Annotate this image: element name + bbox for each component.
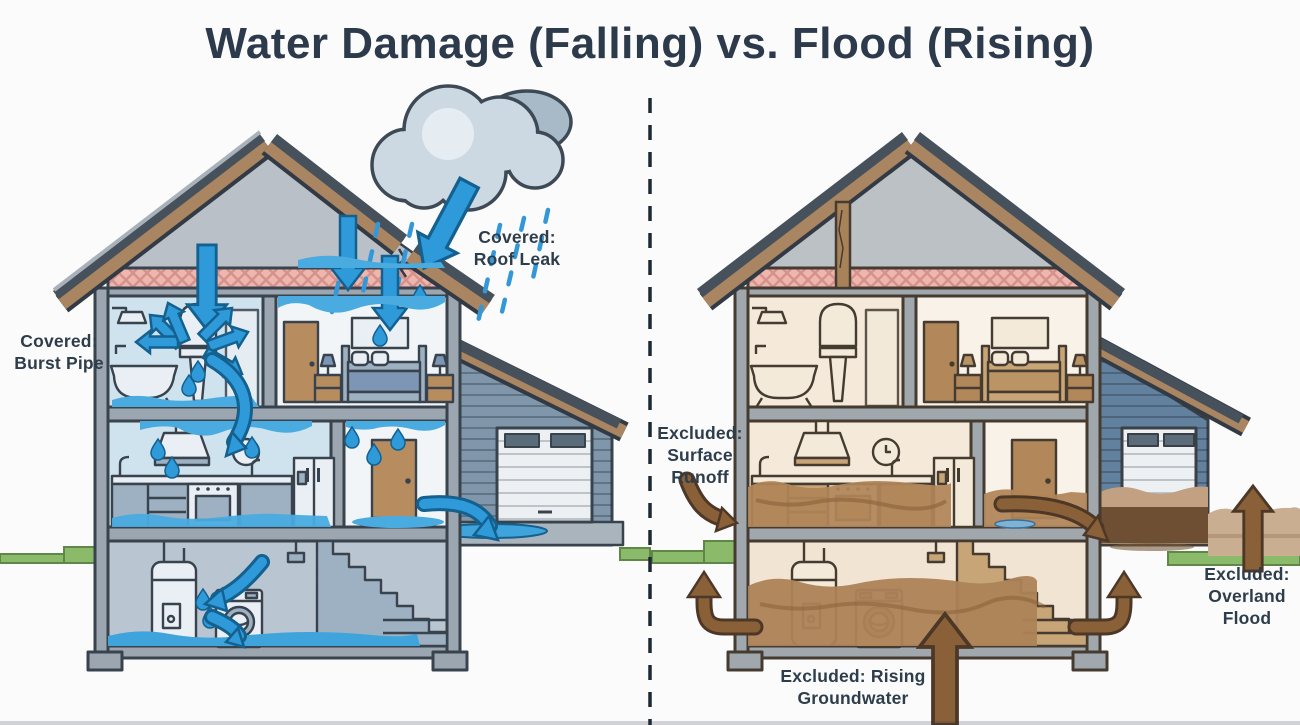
bottom-edge-line <box>0 721 1300 725</box>
label-excluded-rising-groundwater: Excluded: Rising Groundwater <box>758 666 948 710</box>
label-line: Burst Pipe <box>14 352 104 373</box>
burst-spray-arrows-icon <box>134 297 254 459</box>
right-house-roof <box>696 132 1126 311</box>
label-line: Overland <box>1208 585 1286 606</box>
ground-grass-left <box>0 546 651 564</box>
left-panel-water-damage <box>0 84 651 670</box>
garage-right <box>1084 331 1251 551</box>
label-line: Runoff <box>671 466 729 487</box>
label-line: Surface <box>667 444 733 465</box>
label-line: Excluded: <box>1204 564 1290 584</box>
groundwater-elbow-arrow-icon <box>1067 569 1143 636</box>
label-covered-roof-leak: Covered: Roof Leak <box>452 227 582 271</box>
label-excluded-surface-runoff: Excluded: Surface Runoff <box>645 423 755 489</box>
garage-flood-water <box>1100 486 1208 551</box>
label-excluded-overland-flood: Excluded: Overland Flood <box>1192 564 1300 630</box>
right-panel-flood <box>651 132 1300 725</box>
rain-cloud-icon <box>370 84 573 212</box>
flood-water <box>748 481 1300 646</box>
label-line: Groundwater <box>797 687 909 708</box>
label-line: Roof Leak <box>473 248 561 269</box>
garage-left <box>436 334 629 547</box>
leak-flow-arrow-icon <box>202 495 500 649</box>
water-stains <box>108 255 445 646</box>
runoff-arrow-icon <box>993 495 1111 543</box>
runoff-arrow-icon <box>678 471 740 534</box>
label-line: Covered: <box>478 227 556 247</box>
page-title: Water Damage (Falling) vs. Flood (Rising… <box>205 19 1095 68</box>
label-line: Excluded: <box>657 423 743 443</box>
label-line: Covered: <box>20 331 98 351</box>
groundwater-elbow-arrow-icon <box>685 569 764 636</box>
label-covered-burst-pipe: Covered: Burst Pipe <box>0 331 122 375</box>
label-line: Flood <box>1222 607 1272 628</box>
ground-grass-right <box>651 540 1300 566</box>
label-line: Excluded: Rising <box>780 666 926 686</box>
